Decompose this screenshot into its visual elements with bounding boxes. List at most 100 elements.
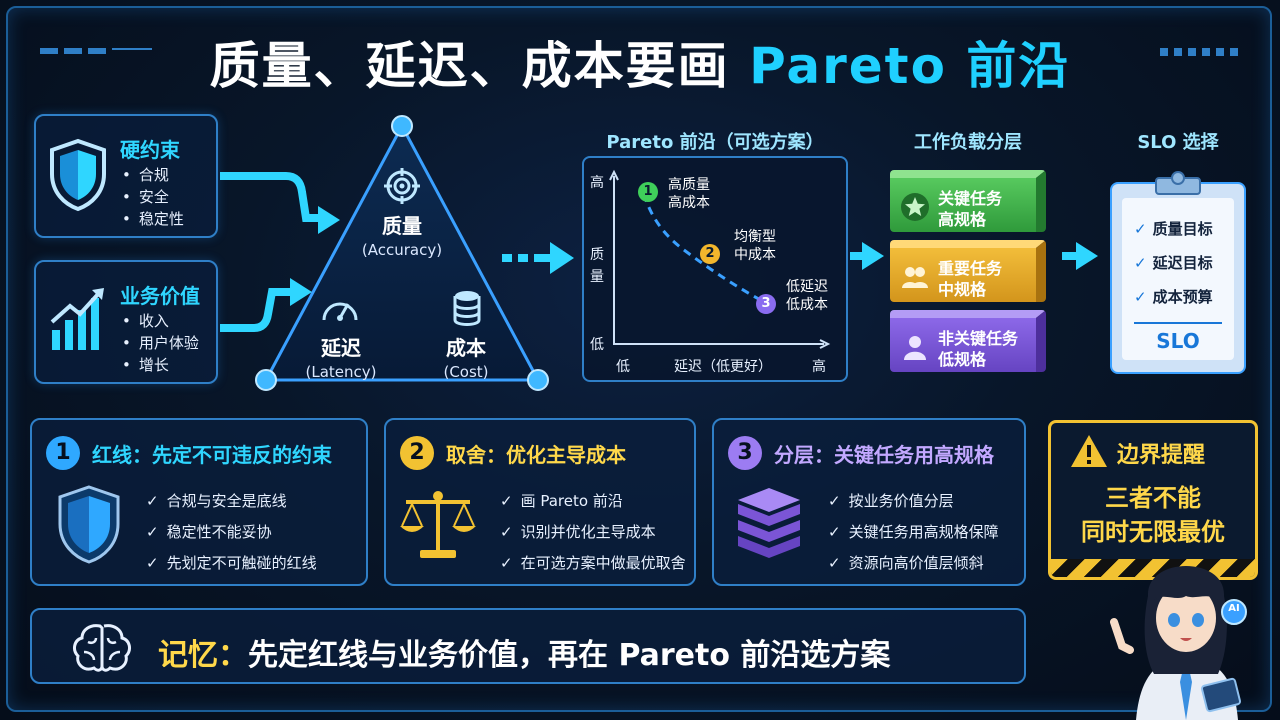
- card-heading: 取舍：优化主导成本: [446, 443, 626, 467]
- quality-label: 质量: [382, 214, 422, 238]
- hard-constraints-list: 合规 安全 稳定性: [122, 164, 184, 230]
- list-item: 收入: [122, 310, 199, 332]
- arrow-chart-to-tiers: [850, 242, 884, 270]
- outer-frame: [6, 6, 1272, 712]
- list-item: 关键任务用高规格保障: [828, 517, 999, 548]
- list-item: 合规与安全是底线: [146, 486, 317, 517]
- mascot-illustration: [1110, 566, 1247, 720]
- cost-label: 成本: [446, 336, 486, 360]
- pareto-point-1: 1: [638, 182, 658, 202]
- slo-item-cost: ✓成本预算: [1134, 286, 1213, 307]
- star-icon: [901, 193, 929, 221]
- business-value-list: 收入 用户体验 增长: [122, 310, 199, 376]
- warning-line: 三者不能: [1105, 484, 1201, 512]
- title-highlight: Pareto 前沿: [749, 37, 1071, 95]
- shield-icon: [58, 485, 120, 564]
- memory-value: 先定红线与业务价值，再在 Pareto 前沿选方案: [248, 638, 891, 673]
- hard-constraints-title: 硬约束: [120, 138, 180, 162]
- database-icon: [453, 291, 481, 326]
- arrow-constraints-to-triangle: [220, 172, 340, 234]
- list-item: 稳定性不能妥协: [146, 517, 317, 548]
- quality-sub: (Accuracy): [361, 241, 443, 259]
- card-tiering: 3 分层：关键任务用高规格 按业务价值分层 关键任务用高规格保障 资源向高价值层…: [712, 418, 1026, 586]
- point-label-line: 高质量: [668, 177, 710, 193]
- check-icon: ✓: [1134, 254, 1147, 272]
- tier-line: 关键任务: [938, 189, 1003, 208]
- slo-item-label: 质量目标: [1152, 220, 1213, 238]
- list-item: 合规: [122, 164, 184, 186]
- card-number: 1: [46, 436, 80, 470]
- slo-item-latency: ✓ 延迟目标: [1134, 252, 1213, 273]
- slo-clipboard: ✓质量目标 ✓延迟目标 ✓成本预算 SLO: [1110, 182, 1246, 374]
- list-item: 在可选方案中做最优取舍: [500, 548, 686, 579]
- tier-line: 非关键任务: [938, 329, 1019, 348]
- pareto-point-2-label: 均衡型 中成本: [734, 228, 776, 264]
- card-number: 2: [400, 436, 434, 470]
- pareto-point-1-label: 高质量 高成本: [668, 176, 710, 212]
- slo-title: SLO 选择: [1137, 132, 1219, 153]
- pareto-point-3: 3: [756, 294, 776, 314]
- list-item: 画 Pareto 前沿: [500, 486, 686, 517]
- pareto-axes: [609, 169, 831, 349]
- user-icon: [904, 336, 926, 360]
- pareto-point-2: 2: [700, 244, 720, 264]
- y-axis-low: 低: [590, 337, 604, 353]
- warning-line: 同时无限最优: [1081, 518, 1225, 546]
- list-item: 先划定不可触碰的红线: [146, 548, 317, 579]
- workload-title: 工作负载分层: [914, 132, 1022, 153]
- warning-title: 边界提醒: [1117, 443, 1206, 468]
- users-icon: [902, 267, 928, 288]
- y-axis-label: 质 量: [590, 247, 604, 285]
- shield-icon: [50, 138, 106, 212]
- warning-body: 三者不能 同时无限最优: [1051, 481, 1255, 549]
- latency-sub: (Latency): [305, 363, 377, 381]
- mascot-badge: AI: [1228, 603, 1240, 614]
- card-tradeoff: 2 取舍：优化主导成本 画 Pareto 前沿 识别并优化主导成本 在可选方案中…: [384, 418, 696, 586]
- list-item: 安全: [122, 186, 184, 208]
- pareto-title: Pareto 前沿（可选方案）: [606, 132, 824, 153]
- tier-line: 低规格: [938, 350, 987, 369]
- x-axis-high: 高: [812, 359, 826, 375]
- point-label-line: 中成本: [734, 247, 776, 263]
- pareto-frontier-curve: [642, 193, 765, 304]
- list-item: 增长: [122, 354, 199, 376]
- business-value-panel: 业务价值 收入 用户体验 增长: [34, 260, 218, 384]
- tier-line: 中规格: [938, 280, 987, 299]
- tier-important-label: 重要任务 中规格: [938, 258, 1002, 300]
- memory-text: 记忆：先定红线与业务价值，再在 Pareto 前沿选方案: [158, 630, 890, 674]
- speedometer-icon: [322, 302, 358, 321]
- pareto-chart: 高 质 量 低 低 延迟（低更好） 高 1 高质量 高成本 2 均衡型 中成本 …: [582, 156, 848, 382]
- latency-label: 延迟: [321, 336, 361, 360]
- arrow-tiers-to-slo: [1062, 242, 1098, 270]
- tier-line: 高规格: [938, 210, 987, 229]
- card-items: 画 Pareto 前沿 识别并优化主导成本 在可选方案中做最优取舍: [500, 486, 686, 579]
- clipboard-clip-icon: [1155, 171, 1201, 195]
- x-axis-low: 低: [616, 359, 630, 375]
- triangle-quality: 质量 (Accuracy): [350, 210, 454, 259]
- card-redline: 1 红线：先定不可违反的约束 合规与安全是底线 稳定性不能妥协 先划定不可触碰的…: [30, 418, 368, 586]
- point-label-line: 均衡型: [734, 229, 776, 245]
- pareto-point-3-label: 低延迟 低成本: [786, 278, 828, 314]
- x-axis-label: 延迟（低更好）: [674, 359, 772, 375]
- tier-critical: 关键任务 高规格: [890, 170, 1046, 232]
- balance-scale-icon: [400, 491, 476, 558]
- triangle-latency: 延迟 (Latency): [296, 332, 386, 381]
- decor-lines-right: [1160, 48, 1238, 56]
- brain-icon: [73, 624, 131, 672]
- list-item: 资源向高价值层倾斜: [828, 548, 999, 579]
- card-items: 按业务价值分层 关键任务用高规格保障 资源向高价值层倾斜: [828, 486, 999, 579]
- tier-noncritical: 非关键任务 低规格: [890, 310, 1046, 372]
- tier-line: 重要任务: [938, 259, 1003, 278]
- check-icon: ✓: [1134, 220, 1147, 238]
- point-label-line: 高成本: [668, 195, 710, 211]
- card-number: 3: [728, 436, 762, 470]
- target-icon: [384, 168, 420, 204]
- triangle-cost: 成本 (Cost): [420, 332, 512, 381]
- clipboard-paper: ✓质量目标 ✓延迟目标 ✓成本预算 SLO: [1122, 198, 1234, 360]
- card-heading: 分层：关键任务用高规格: [774, 443, 994, 467]
- layers-icon: [738, 488, 800, 558]
- slo-item-label: 延迟目标: [1152, 254, 1213, 272]
- check-icon: ✓: [1134, 288, 1147, 306]
- memory-banner: 记忆：先定红线与业务价值，再在 Pareto 前沿选方案: [30, 608, 1026, 684]
- slo-item-quality: ✓ 质量目标: [1134, 218, 1213, 239]
